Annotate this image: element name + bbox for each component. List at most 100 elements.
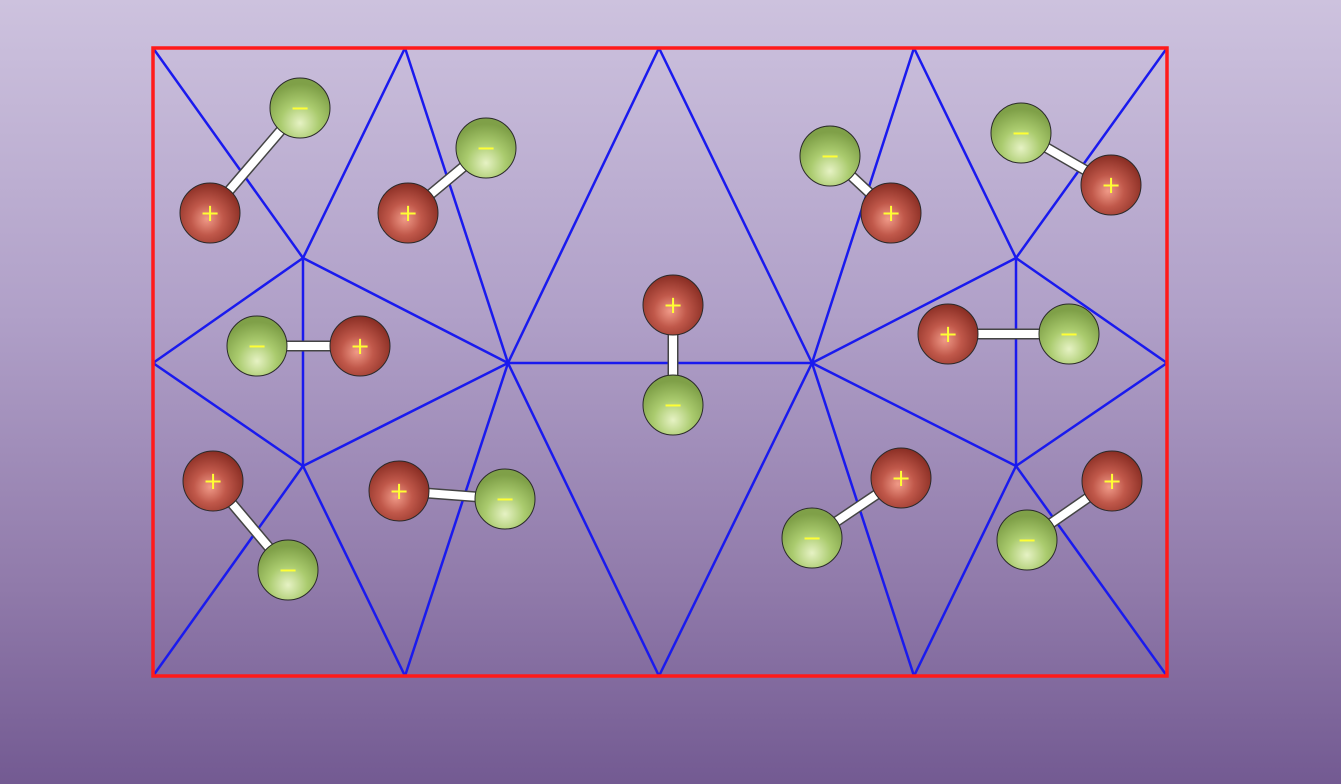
negative-charge-sign: − xyxy=(1059,320,1079,348)
positive-charge-sign: + xyxy=(350,332,370,360)
dipole-d1: +− xyxy=(179,77,331,244)
mesh-edge xyxy=(811,256,1017,365)
mesh-edge xyxy=(657,362,814,677)
negative-charge: − xyxy=(1038,303,1100,365)
dipole-d3: +− xyxy=(799,125,922,244)
negative-charge: − xyxy=(990,102,1052,164)
mesh-edge xyxy=(1015,361,1168,468)
positive-charge-sphere xyxy=(917,303,979,365)
positive-charge: + xyxy=(329,315,391,377)
positive-charge-sign: + xyxy=(389,477,409,505)
mesh-edge xyxy=(912,465,1018,677)
positive-charge: + xyxy=(917,303,979,365)
positive-charge-sphere xyxy=(329,315,391,377)
negative-charge-sign: − xyxy=(820,142,840,170)
negative-charge-sign: − xyxy=(663,391,683,419)
positive-charge-sign: + xyxy=(398,199,418,227)
dipole-d5: +− xyxy=(226,315,391,377)
negative-charge: − xyxy=(269,77,331,139)
negative-charge: − xyxy=(455,117,517,179)
negative-charge-sphere xyxy=(269,77,331,139)
negative-charge-sign: − xyxy=(476,134,496,162)
negative-charge-sign: − xyxy=(247,332,267,360)
mesh-edge xyxy=(403,47,510,364)
positive-charge: + xyxy=(377,182,439,244)
mesh-edge xyxy=(1014,47,1169,259)
negative-charge-sign: − xyxy=(495,485,515,513)
positive-charge: + xyxy=(1081,450,1143,512)
positive-charge-sphere xyxy=(377,182,439,244)
negative-charge-sign: − xyxy=(278,556,298,584)
negative-charge-sphere xyxy=(257,539,319,601)
positive-charge-sign: + xyxy=(1102,467,1122,495)
negative-charge-sign: − xyxy=(1017,526,1037,554)
negative-charge: − xyxy=(226,315,288,377)
dipole-d11: +− xyxy=(996,450,1143,571)
positive-charge-sphere xyxy=(1080,154,1142,216)
positive-charge-sign: + xyxy=(203,467,223,495)
mesh-edge xyxy=(506,47,661,364)
mesh-edge xyxy=(1015,256,1168,365)
mesh-edge xyxy=(657,47,814,364)
mesh-edge xyxy=(152,256,304,365)
negative-charge-sphere xyxy=(642,374,704,436)
positive-charge-sphere xyxy=(182,450,244,512)
mesh-edge xyxy=(301,465,407,677)
dipole-layer: +−+−+−+−+−+−+−+−+−+−+− xyxy=(179,77,1143,601)
positive-charge: + xyxy=(182,450,244,512)
mesh-edge xyxy=(301,47,407,259)
positive-charge: + xyxy=(368,460,430,522)
negative-charge-sign: − xyxy=(802,524,822,552)
positive-charge-sphere xyxy=(179,182,241,244)
dipole-d7: +− xyxy=(917,303,1100,365)
domain-boundary xyxy=(151,46,1169,678)
positive-charge-sign: + xyxy=(891,464,911,492)
positive-charge: + xyxy=(642,274,704,336)
positive-charge-sphere xyxy=(870,447,932,509)
mesh-edge xyxy=(1014,465,1169,677)
positive-charge: + xyxy=(870,447,932,509)
mesh-edge xyxy=(810,362,916,677)
negative-charge: − xyxy=(257,539,319,601)
negative-charge: − xyxy=(781,507,843,569)
positive-charge-sign: + xyxy=(938,320,958,348)
dipole-d4: +− xyxy=(990,102,1142,216)
negative-charge: − xyxy=(474,468,536,530)
positive-charge: + xyxy=(860,182,922,244)
mesh-edge xyxy=(912,47,1018,259)
negative-charge-sphere xyxy=(996,509,1058,571)
negative-charge-sphere xyxy=(474,468,536,530)
mesh-edge xyxy=(403,362,510,677)
mesh-edge xyxy=(152,361,304,468)
mesh-edge xyxy=(302,361,509,468)
dipole-d2: +− xyxy=(377,117,517,244)
mesh-edge xyxy=(151,47,305,259)
mesh-edge xyxy=(506,362,661,677)
negative-charge-sphere xyxy=(781,507,843,569)
positive-charge-sphere xyxy=(368,460,430,522)
negative-charge: − xyxy=(642,374,704,436)
positive-charge: + xyxy=(1080,154,1142,216)
negative-charge: − xyxy=(996,509,1058,571)
dipole-d6: +− xyxy=(642,274,704,436)
positive-charge-sign: + xyxy=(881,199,901,227)
mesh-edge xyxy=(151,465,305,677)
dipole-d9: +− xyxy=(368,460,536,530)
positive-charge-sign: + xyxy=(1101,171,1121,199)
triangle-mesh xyxy=(151,47,1169,677)
negative-charge-sign: − xyxy=(290,94,310,122)
mesh-edge xyxy=(811,361,1017,468)
negative-charge: − xyxy=(799,125,861,187)
dipole-d10: +− xyxy=(781,447,932,569)
negative-charge-sphere xyxy=(455,117,517,179)
negative-charge-sphere xyxy=(799,125,861,187)
dipole-d8: +− xyxy=(182,450,319,601)
negative-charge-sphere xyxy=(226,315,288,377)
negative-charge-sphere xyxy=(990,102,1052,164)
negative-charge-sign: − xyxy=(1011,119,1031,147)
positive-charge-sphere xyxy=(860,182,922,244)
negative-charge-sphere xyxy=(1038,303,1100,365)
positive-charge-sphere xyxy=(642,274,704,336)
positive-charge-sphere xyxy=(1081,450,1143,512)
